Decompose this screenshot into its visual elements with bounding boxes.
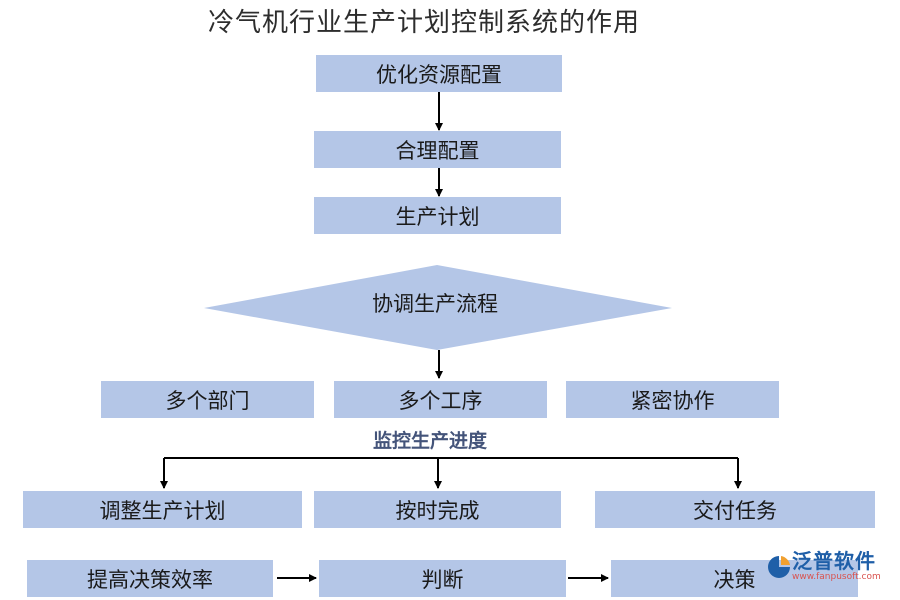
box-deliver-task: 交付任务 — [595, 491, 875, 528]
brand-logo: 泛普软件 www.fanpusoft.com — [766, 551, 881, 582]
box-improve-efficiency: 提高决策效率 — [27, 560, 273, 597]
box-on-time: 按时完成 — [314, 491, 561, 528]
box-close-collaboration: 紧密协作 — [566, 381, 779, 418]
box-multiple-departments: 多个部门 — [101, 381, 314, 418]
box-multiple-departments-label: 多个部门 — [165, 388, 250, 413]
box-adjust-plan-label: 调整生产计划 — [99, 498, 226, 523]
monitor-progress-label: 监控生产进度 — [373, 430, 488, 452]
brand-logo-icon — [768, 555, 790, 578]
box-multiple-processes: 多个工序 — [334, 381, 547, 418]
box-close-collaboration-label: 紧密协作 — [630, 388, 715, 413]
box-production-plan-label: 生产计划 — [395, 204, 480, 229]
box-decide-label: 决策 — [713, 567, 756, 592]
box-optimize-resources: 优化资源配置 — [316, 55, 562, 92]
box-optimize-resources-label: 优化资源配置 — [376, 62, 502, 87]
box-improve-efficiency-label: 提高决策效率 — [87, 567, 213, 592]
box-reasonable-allocation: 合理配置 — [314, 131, 561, 168]
diamond-shape — [204, 265, 672, 350]
brand-logo-url: www.fanpusoft.com — [792, 572, 881, 582]
box-adjust-plan: 调整生产计划 — [23, 491, 302, 528]
box-multiple-processes-label: 多个工序 — [398, 388, 483, 413]
box-reasonable-allocation-label: 合理配置 — [395, 138, 480, 163]
box-decide: 决策 — [611, 560, 858, 597]
box-deliver-task-label: 交付任务 — [693, 498, 777, 523]
diagram-title: 冷气机行业生产计划控制系统的作用 — [207, 8, 640, 38]
box-on-time-label: 按时完成 — [395, 498, 480, 523]
diamond-label: 协调生产流程 — [372, 292, 498, 316]
box-production-plan: 生产计划 — [314, 197, 561, 234]
box-judge: 判断 — [319, 560, 566, 597]
brand-logo-name: 泛普软件 — [792, 549, 876, 573]
box-judge-label: 判断 — [421, 567, 464, 592]
